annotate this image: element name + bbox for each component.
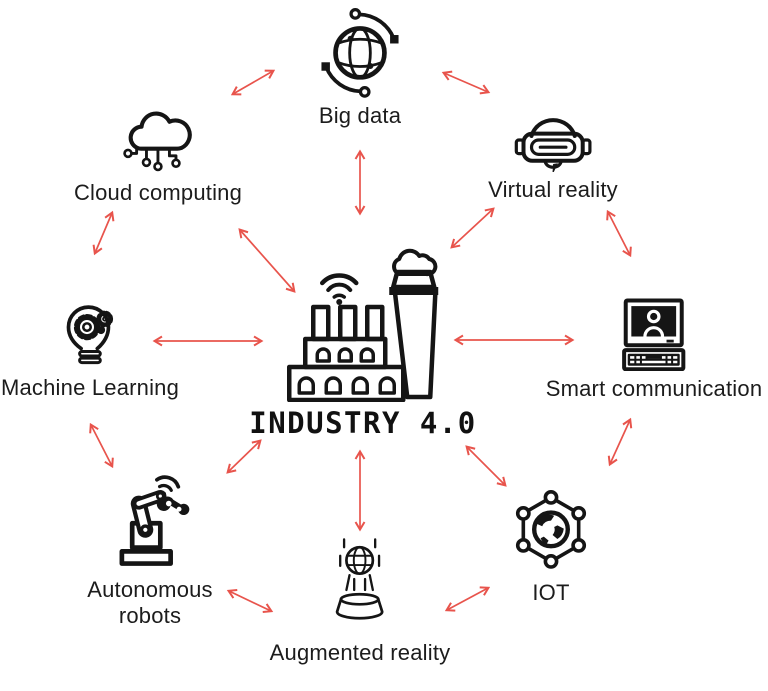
arrow-iot-augmented-reality [444, 586, 491, 612]
node-iot: IOT [511, 487, 591, 606]
node-augmented-reality: Augmented reality [270, 534, 451, 666]
node-big-data: Big data [313, 4, 407, 129]
node-label: IOT [532, 580, 570, 605]
node-label: Virtual reality [488, 177, 618, 202]
arrow-cloud-computing-big-data [230, 69, 276, 96]
node-label: Machine Learning [0, 375, 180, 400]
arrow-big-data-virtual-reality [441, 70, 491, 95]
computer-monitor-icon [614, 294, 694, 372]
arrow-augmented-reality-autonomous-robots [226, 588, 274, 614]
big-data-globe-icon [313, 4, 407, 98]
node-label: Cloud computing [73, 180, 243, 205]
arrow-center-cloud-computing [238, 228, 296, 293]
node-machine-learning: Machine Learning [1, 296, 179, 401]
center-node: INDUSTRY 4.0 [249, 247, 477, 440]
node-label: Autonomous robots [87, 577, 213, 628]
node-smart-communication: Smart communication [546, 294, 763, 402]
arrow-smart-communication-iot [607, 417, 633, 467]
factory-icon [283, 247, 443, 403]
arrow-center-virtual-reality [450, 207, 495, 249]
node-label: Smart communication [545, 376, 763, 401]
lightbulb-gears-icon [53, 296, 127, 370]
arrow-machine-learning-cloud-computing [92, 210, 115, 256]
arrow-virtual-reality-smart-communication [606, 209, 632, 258]
node-label: Big data [318, 103, 402, 128]
node-autonomous-robots: Autonomous robots [75, 467, 225, 629]
diagram-title: INDUSTRY 4.0 [249, 406, 477, 440]
iot-network-icon [511, 487, 591, 575]
arrow-autonomous-robots-machine-learning [89, 422, 114, 469]
arrow-center-iot [465, 445, 507, 487]
hologram-projector-icon [321, 534, 399, 635]
node-cloud-computing: Cloud computing [74, 99, 242, 206]
robot-arm-icon [103, 467, 197, 572]
node-label: Augmented reality [269, 640, 451, 665]
node-virtual-reality: Virtual reality [488, 100, 618, 203]
cloud-circuit-icon [117, 99, 199, 175]
vr-headset-icon [507, 100, 599, 176]
arrow-center-autonomous-robots [226, 439, 262, 474]
